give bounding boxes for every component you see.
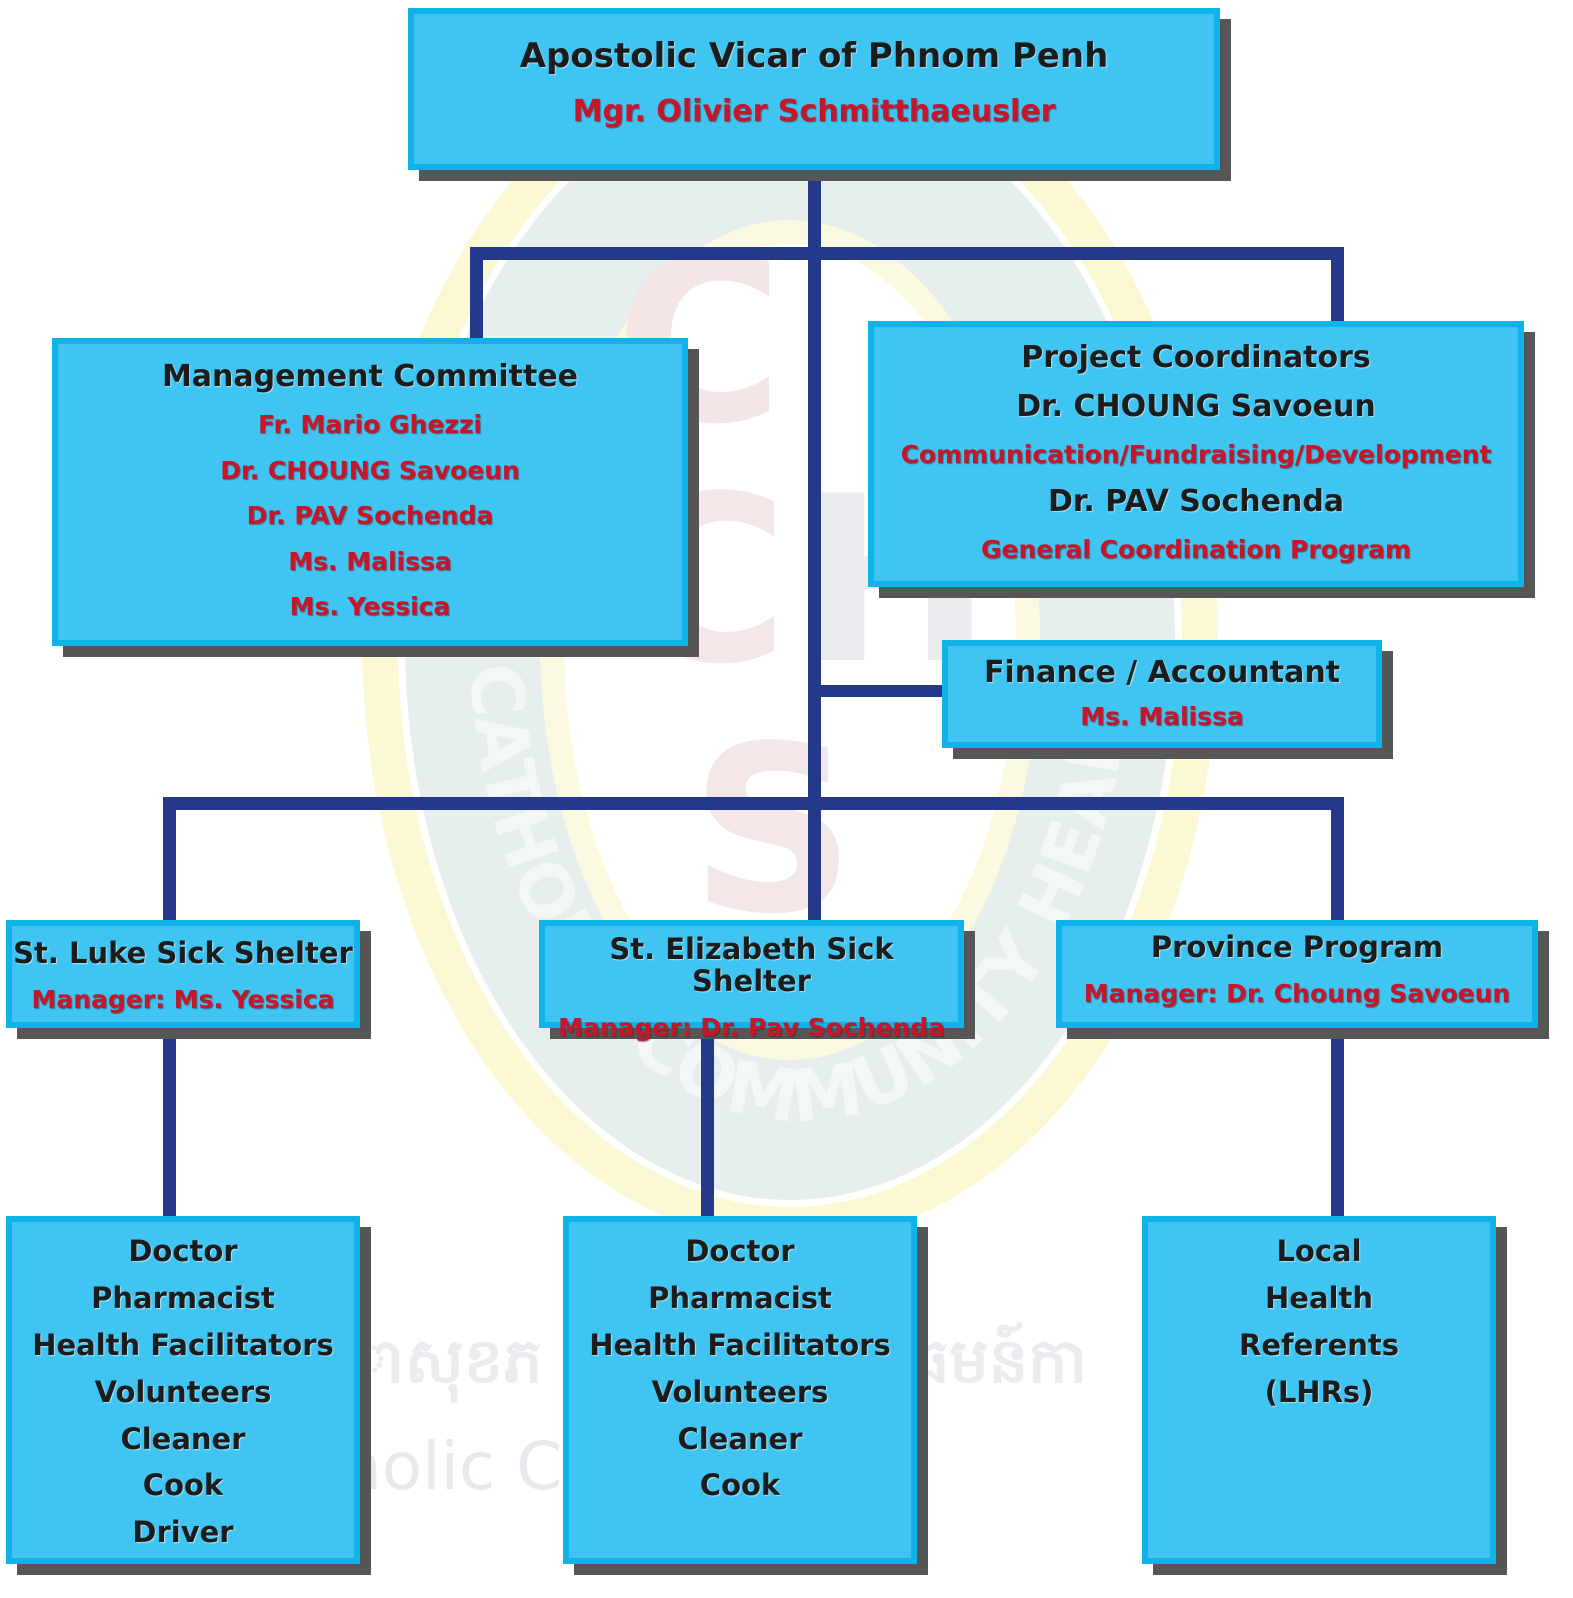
staff-item: (LHRs) [1264,1374,1374,1409]
management-drop-line [470,247,483,345]
unit-manager: Manager: Dr. Pav Sochenda [558,1012,945,1042]
finance-box: Finance / Accountant Ms. Malissa [942,640,1382,748]
province-staff-line [1331,1030,1344,1225]
project-coordinators-box: Project Coordinators Dr. CHOUNG Savoeun … [868,321,1524,587]
unit-title: St. Elizabeth Sick Shelter [609,932,894,998]
coordinator-person: Dr. PAV Sochenda [1047,483,1345,519]
management-member: Ms. Malissa [288,546,452,576]
lower-branch-line [163,797,1344,810]
staff-item: Doctor [128,1234,238,1268]
staff-item: Volunteers [651,1374,829,1409]
upper-branch-line [470,247,1344,260]
unit-manager: Manager: Dr. Choung Savoeun [1083,978,1511,1008]
province-staff-box: Local Health Referents (LHRs) [1142,1216,1496,1564]
st-elizabeth-staff-box: Doctor Pharmacist Health Facilitators Vo… [563,1216,917,1564]
watermark-khmer-right: ធមន៍កា [910,1324,1088,1397]
st-luke-staff-box: Doctor Pharmacist Health Facilitators Vo… [6,1216,360,1564]
apostolic-vicar-title: Apostolic Vicar of Phnom Penh [519,36,1109,76]
staff-item: Cook [142,1468,224,1503]
staff-item: Volunteers [94,1374,272,1409]
staff-item: Pharmacist [91,1280,275,1315]
staff-item: Health [1265,1280,1373,1315]
staff-item: Cleaner [120,1421,246,1456]
apostolic-vicar-box: Apostolic Vicar of Phnom Penh Mgr. Olivi… [408,8,1220,170]
staff-item: Pharmacist [648,1280,832,1315]
coordinator-person: Dr. CHOUNG Savoeun [1016,389,1376,424]
management-committee-box: Management Committee Fr. Mario Ghezzi Dr… [52,338,688,646]
unit-manager: Manager: Ms. Yessica [31,984,335,1014]
watermark-khmer-left: ាសុខភ [350,1324,543,1397]
coordinator-role: General Coordination Program [980,534,1412,564]
management-member: Dr. PAV Sochenda [246,501,494,530]
st-luke-drop-line [163,797,176,927]
management-member: Ms. Yessica [289,592,451,621]
province-program-box: Province Program Manager: Dr. Choung Sav… [1056,920,1538,1028]
staff-item: Cook [699,1468,781,1503]
staff-item: Doctor [685,1234,795,1268]
coordinators-drop-line [1331,247,1344,327]
management-committee-title: Management Committee [161,359,579,394]
staff-item: Health Facilitators [32,1327,334,1362]
finance-name: Ms. Malissa [1080,702,1244,731]
trunk-line [808,170,821,926]
unit-title: Province Program [1150,930,1444,964]
unit-title: St. Luke Sick Shelter [13,936,353,970]
staff-item: Cleaner [677,1421,803,1456]
coordinator-role: Communication/Fundraising/Development [900,440,1492,469]
apostolic-vicar-name: Mgr. Olivier Schmitthaeusler [572,94,1056,130]
staff-item: Health Facilitators [589,1327,891,1362]
staff-item: Local [1276,1234,1362,1268]
st-luke-staff-line [163,1030,176,1225]
st-luke-shelter-box: St. Luke Sick Shelter Manager: Ms. Yessi… [6,920,360,1028]
project-coordinators-title: Project Coordinators [1021,340,1371,375]
st-elizabeth-shelter-box: St. Elizabeth Sick Shelter Manager: Dr. … [539,920,964,1041]
finance-title: Finance / Accountant [983,655,1341,690]
province-drop-line [1331,797,1344,927]
finance-branch-line [808,685,948,697]
management-member: Dr. CHOUNG Savoeun [220,455,520,485]
staff-item: Referents [1238,1327,1400,1362]
staff-item: Driver [132,1515,234,1550]
st-elizabeth-staff-line [701,1030,714,1225]
management-member: Fr. Mario Ghezzi [258,410,482,439]
